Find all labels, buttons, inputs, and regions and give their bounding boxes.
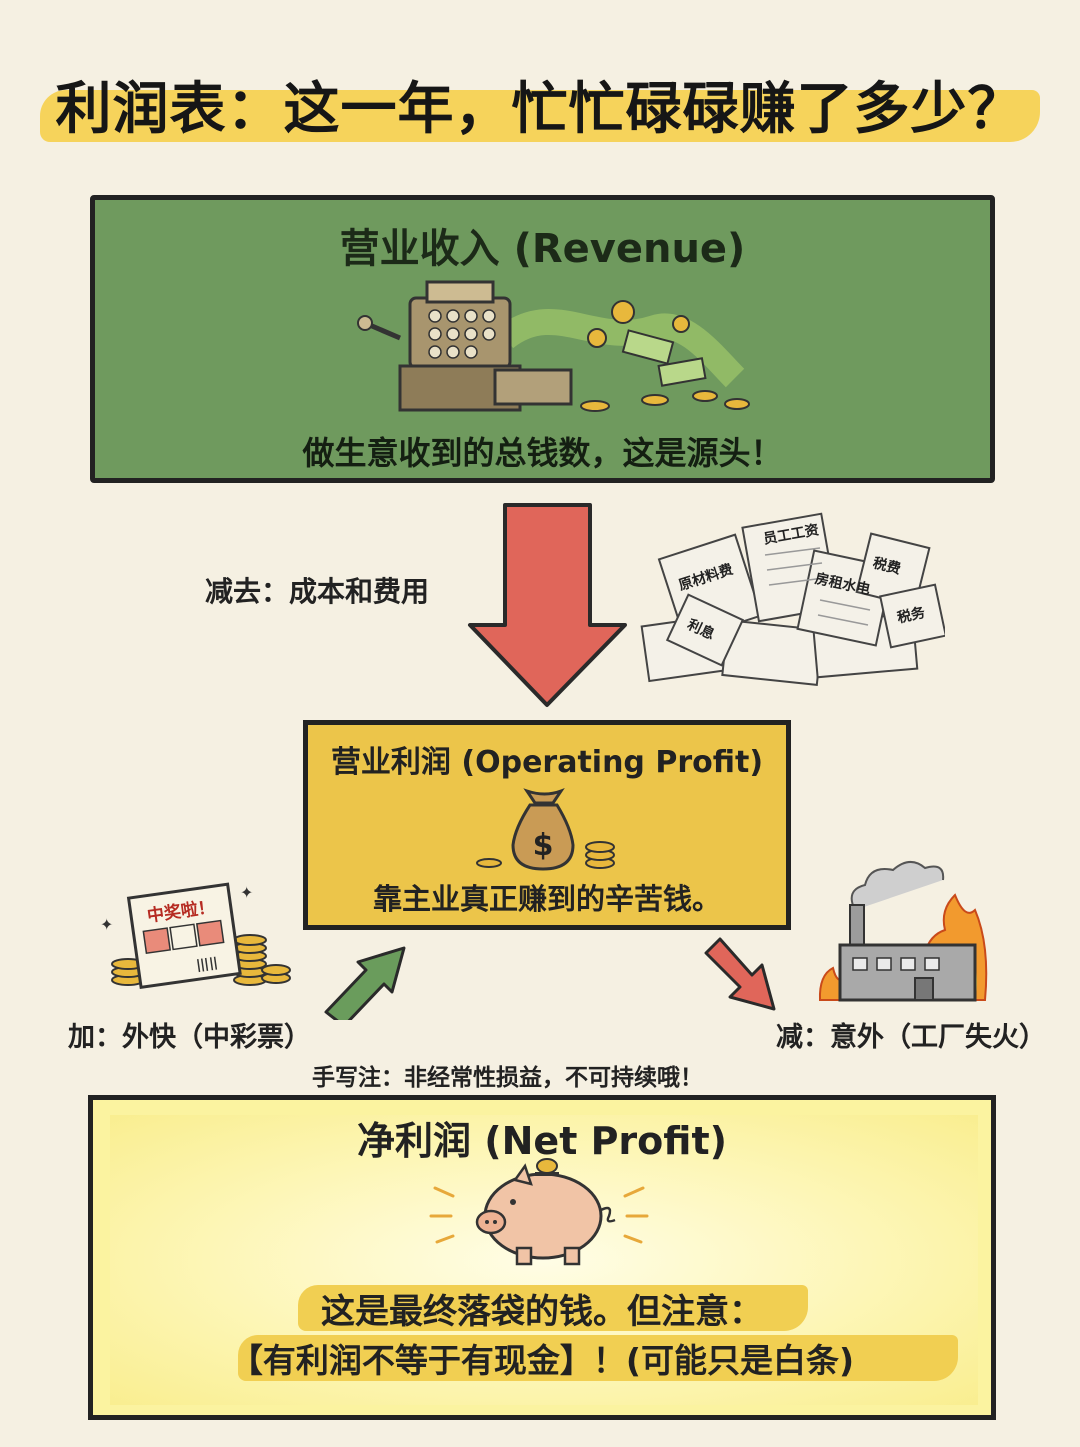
operating-description: 靠主业真正赚到的辛苦钱。 <box>372 882 721 916</box>
minus-label: 减：意外（工厂失火） <box>776 1022 1046 1053</box>
money-bag-icon: $ <box>476 787 615 871</box>
dollar-sign-icon: $ <box>533 828 554 863</box>
revenue-description: 做生意收到的总钱数，这是源头！ <box>302 434 783 472</box>
bills-pile-icon: 员工工资 原材料费 房租水电 税费 利息 税务 <box>640 512 945 686</box>
up-arrow <box>324 946 406 1020</box>
title-highlight <box>40 90 1040 142</box>
add-label: 加：外快（中彩票） <box>68 1022 311 1053</box>
lottery-ticket-icon: 中奖啦！ ✦ ✦ <box>100 882 291 989</box>
bill-label-tax: 税费 <box>871 554 902 577</box>
down-arrow <box>468 503 627 707</box>
highlight-bar <box>298 1285 808 1331</box>
revenue-box <box>90 195 995 483</box>
piggy-bank-icon <box>429 1158 649 1266</box>
down-right-arrow <box>704 937 776 1011</box>
revenue-heading: 营业收入 (Revenue) <box>339 226 746 272</box>
net-profit-description-2: 【有利润不等于有现金】！(可能只是白条) <box>229 1341 855 1380</box>
sparkle-icon: ✦ <box>100 915 113 934</box>
handwritten-note: 手写注：非经常性损益，不可持续哦！ <box>312 1065 703 1091</box>
highlight-bar <box>238 1335 958 1381</box>
sparkle-icon: ✦ <box>240 883 253 902</box>
page-title: 利润表：这一年，忙忙碌碌赚了多少？ <box>55 77 1025 142</box>
net-profit-heading: 净利润 (Net Profit) <box>357 1119 727 1163</box>
bill-label-tax2: 税务 <box>896 604 928 627</box>
net-profit-description-1: 这是最终落袋的钱。但注意： <box>321 1292 763 1332</box>
operating-heading: 营业利润 (Operating Profit) <box>330 745 764 780</box>
subtract-label: 减去：成本和费用 <box>205 575 430 608</box>
factory-fire-icon <box>818 861 988 1002</box>
cash-register-icon <box>357 280 750 412</box>
